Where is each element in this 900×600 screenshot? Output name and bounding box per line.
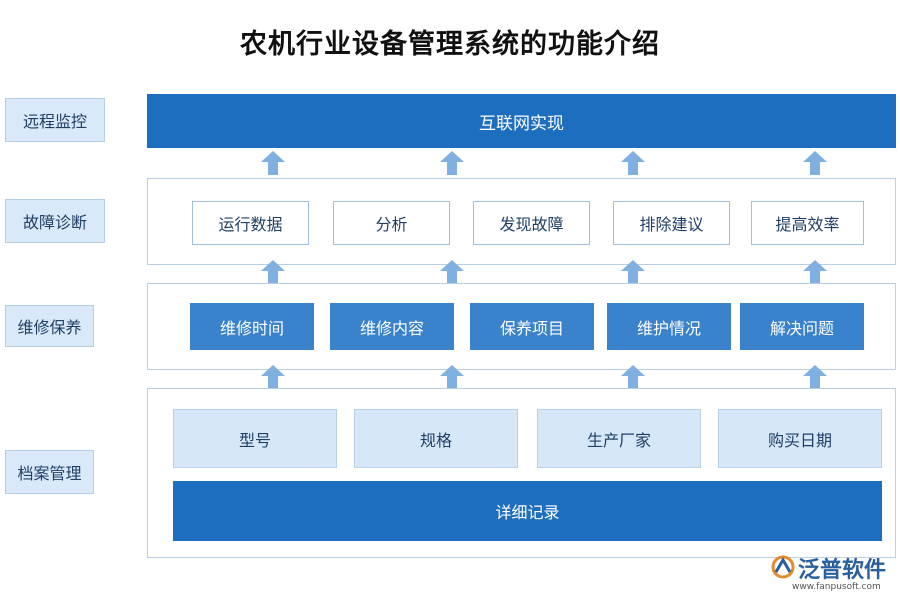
up-arrow-icon (621, 260, 645, 284)
remote-banner: 互联网实现 (147, 94, 896, 148)
side-label-remote-monitoring: 远程监控 (5, 98, 105, 142)
page-title: 农机行业设备管理系统的功能介绍 (240, 29, 660, 60)
maintenance-item-repair-time: 维修时间 (190, 303, 314, 350)
maintenance-item-service-items: 保养项目 (470, 303, 594, 350)
up-arrow-icon (440, 151, 464, 175)
fault-item-find-fault: 发现故障 (473, 201, 590, 245)
fault-item-improve-efficiency: 提高效率 (751, 201, 864, 245)
up-arrow-icon (261, 260, 285, 284)
side-label-archive-management: 档案管理 (5, 450, 94, 494)
up-arrow-icon (261, 365, 285, 389)
up-arrow-icon (440, 365, 464, 389)
side-label-maintenance: 维修保养 (5, 305, 94, 347)
logo-icon (771, 555, 795, 579)
up-arrow-icon (621, 151, 645, 175)
archive-item-model: 型号 (173, 409, 337, 468)
up-arrow-icon (261, 151, 285, 175)
logo-name: 泛普软件 (798, 558, 887, 583)
maintenance-item-solve-problem: 解决问题 (740, 303, 864, 350)
archive-item-spec: 规格 (354, 409, 518, 468)
brand-logo: 泛普软件 www.fanpusoft.com (768, 552, 896, 596)
fault-item-analysis: 分析 (333, 201, 450, 245)
logo-url: www.fanpusoft.com (792, 582, 881, 592)
archive-detail-record: 详细记录 (173, 481, 882, 541)
up-arrow-icon (440, 260, 464, 284)
up-arrow-icon (803, 151, 827, 175)
archive-item-purchase-date: 购买日期 (718, 409, 882, 468)
side-label-fault-diagnosis: 故障诊断 (5, 199, 105, 243)
maintenance-item-upkeep-status: 维护情况 (607, 303, 731, 350)
fault-item-running-data: 运行数据 (192, 201, 309, 245)
maintenance-item-repair-content: 维修内容 (330, 303, 454, 350)
archive-item-manufacturer: 生产厂家 (537, 409, 701, 468)
up-arrow-icon (803, 260, 827, 284)
fault-item-troubleshoot-advice: 排除建议 (613, 201, 730, 245)
up-arrow-icon (803, 365, 827, 389)
up-arrow-icon (621, 365, 645, 389)
